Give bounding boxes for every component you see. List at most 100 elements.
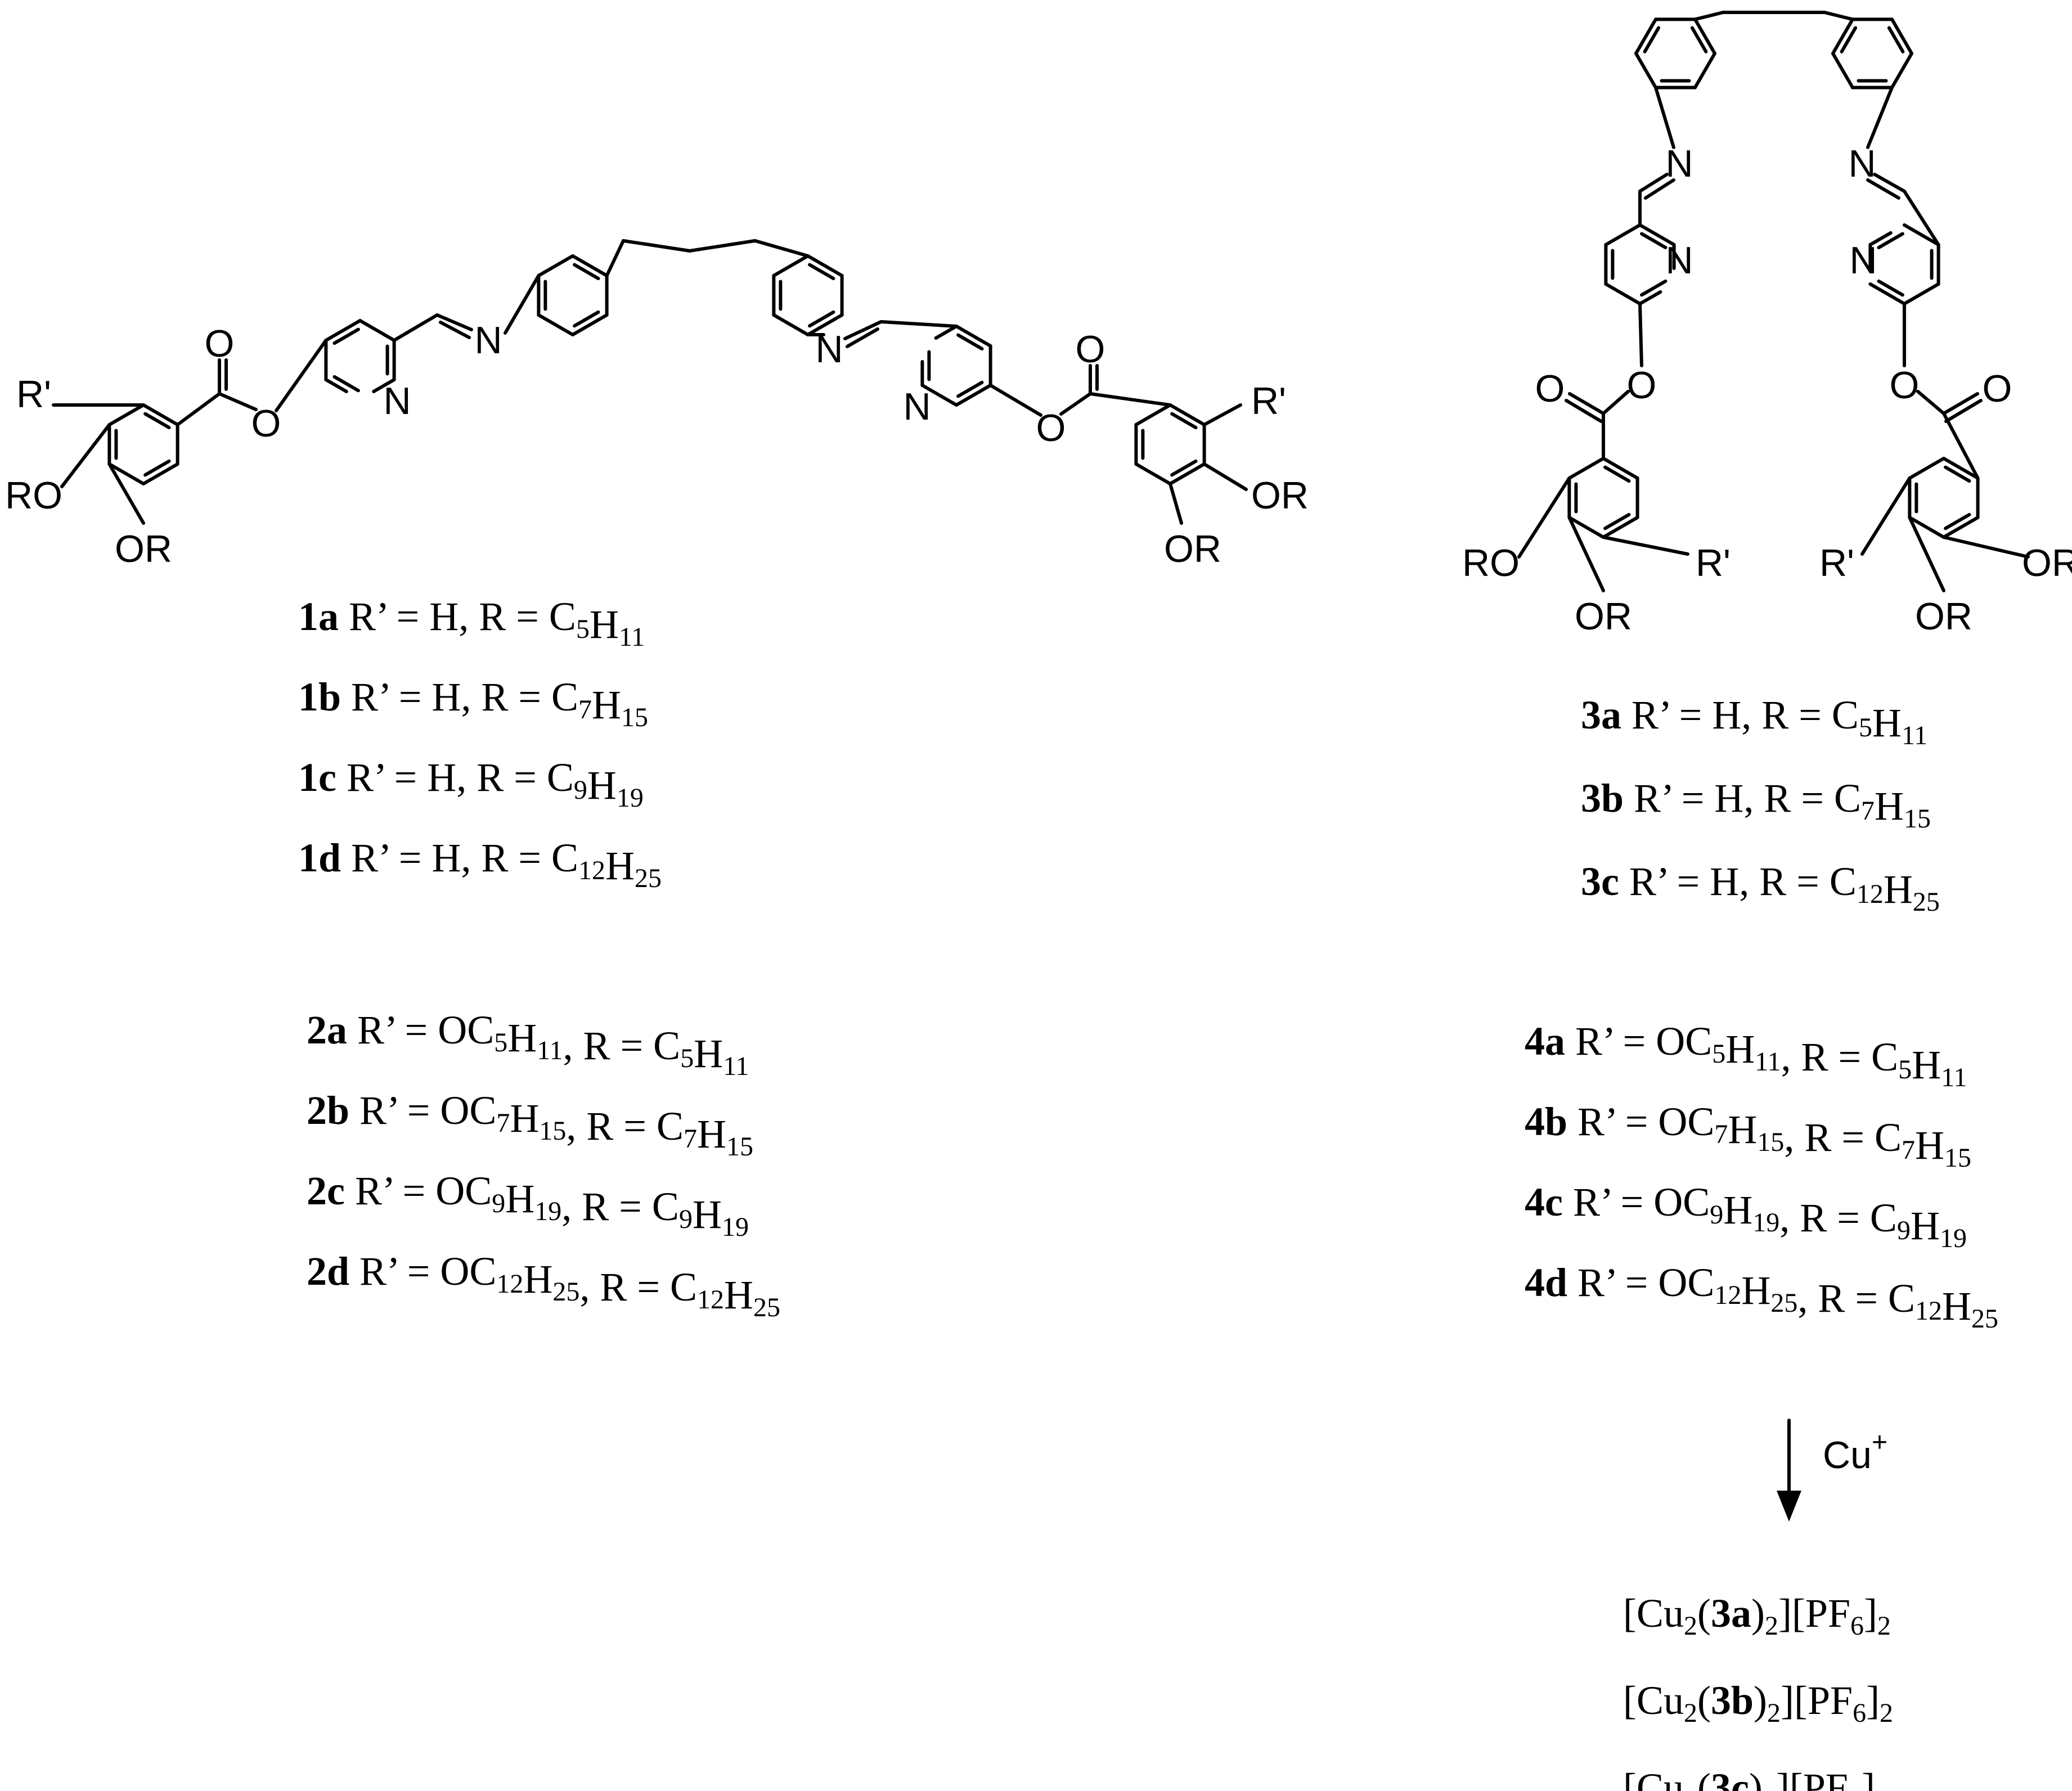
benzoate-ring-right-bond [1942, 516, 1980, 539]
phenyl-ring-left-bond [537, 313, 574, 336]
phenyl-ring-left-bond [537, 254, 574, 277]
pyridine-ring-right-bond [955, 384, 992, 407]
pyridine-ring-left-bond [1604, 282, 1642, 305]
nitrogen-label-imine-right: N [1848, 142, 1876, 185]
benzoate-ring-left-double-bond [143, 412, 171, 430]
pyridine-ring-right-bond [1903, 223, 1940, 246]
nitrogen-label-pyridine-right: N [1849, 239, 1877, 282]
meta-phenyl-ring-right-bond [1890, 17, 1913, 55]
benzoate-ring-left-double-bond [1603, 512, 1631, 530]
pyridine-ring-left-bond [1604, 223, 1642, 246]
n-aryl-bond [1654, 86, 1675, 149]
benzoate-ring-left-bond [107, 462, 145, 485]
benzoate-ring-right-double-bond [1170, 412, 1198, 430]
or-bond [1942, 536, 2030, 559]
benzoate-bond [176, 392, 221, 426]
oxygen-label-ester-right: O [1890, 364, 1920, 407]
or-label-left: OR [115, 528, 172, 570]
ch2-bond [688, 239, 757, 253]
or-bond [1567, 516, 1605, 592]
pyridine-ring-left-bond [324, 319, 362, 342]
imine-bond [1638, 173, 1669, 193]
meta-phenyl-ring-left-bond [1634, 52, 1657, 89]
benzoate-ring-left-bond [142, 403, 179, 426]
n-aryl-bond [504, 274, 541, 335]
or-bond [1908, 516, 1945, 592]
legend-entry-1c: 1c R’ = H, R = C9H19 [298, 755, 644, 813]
benzoate-ring-right-bond [1168, 403, 1206, 426]
ro-bond [60, 423, 111, 488]
r-prime-label-right: R' [1819, 542, 1854, 584]
ch2-bond-right [753, 239, 810, 258]
imine-pyridine-bond [392, 313, 439, 342]
pyridine-ring-left-bond [358, 319, 396, 342]
ch2-bond [622, 239, 691, 253]
pyridine-ring-left-bond [372, 378, 396, 393]
r-prime-label-left: R' [1696, 542, 1731, 584]
ro-bond [1517, 476, 1571, 559]
or-label-right-para: OR [1251, 474, 1309, 517]
pyridine-ring-right-double-bond [1877, 232, 1904, 250]
ro-label-left: RO [5, 474, 62, 517]
benzoate-ring-right-bond [1908, 516, 1945, 539]
pyridine-ring-right-double-bond [956, 380, 984, 398]
pyridine-ring-right-bond [955, 325, 992, 348]
reaction-arrow-head [1777, 1491, 1801, 1522]
oxygen-label-carbonyl-left: O [205, 322, 235, 365]
pyridine-ring-left-double-bond [332, 375, 360, 393]
benzoate-ring-right-bond [1908, 457, 1945, 480]
benzoate-ring-left-bond [1602, 516, 1639, 539]
ch2-bond-left [1693, 11, 1725, 21]
or-bond [1168, 482, 1183, 525]
benzoate-ring-left-bond [142, 462, 179, 485]
legend-entry-4c: 4c R’ = OC9H19, R = C9H19 [1525, 1180, 1967, 1253]
phenyl-ring-left-bond [571, 254, 609, 277]
pyridine-ring-left-bond [1638, 290, 1662, 305]
meta-phenyl-ring-right-bond [1831, 17, 1854, 55]
ester-bond [1916, 390, 1945, 415]
benzoate-ring-right-double-bond [1944, 465, 1971, 483]
legend-entry-2a: 2a R’ = OC5H11, R = C5H11 [307, 1007, 749, 1081]
ester-o-bond [275, 339, 328, 412]
imine-pyridine-bond [1903, 190, 1940, 246]
benzoate-ring-right-bond [1942, 457, 1980, 480]
carbonyl-bond [1568, 392, 1605, 415]
oxygen-label-ester-left: O [1627, 364, 1657, 407]
legend-entry-3c: 3c R’ = H, R = C12H25 [1581, 859, 1940, 917]
nitrogen-label-imine-left: N [474, 319, 502, 362]
meta-phenyl-ring-right-bond [1831, 52, 1854, 89]
benzoate-bond [1942, 412, 1980, 480]
legend-entry-1d: 1d R’ = H, R = C12H25 [298, 835, 662, 893]
ch2-bond-left [605, 239, 625, 277]
ester-bond [1602, 390, 1630, 415]
meta-phenyl-ring-left-bond [1693, 52, 1716, 89]
pyridine-ring-left-double-bond [332, 327, 360, 345]
carbonyl-double-bond [1944, 399, 1983, 423]
imine-double-bond [1644, 178, 1675, 200]
or-bond [1202, 462, 1248, 491]
r-prime-bond [1602, 536, 1689, 556]
benzoate-bond [1089, 392, 1172, 407]
meta-phenyl-ring-right-double-bond [1887, 26, 1905, 53]
pyridine-ring-right-bond [1903, 282, 1940, 305]
oxygen-label-ester-left: O [251, 402, 281, 445]
pyridine-ring-left-bond [1638, 223, 1676, 246]
ro-label-left: RO [1462, 542, 1520, 584]
meta-phenyl-ring-left-bond [1693, 17, 1716, 55]
phenyl-ring-right-double-bond [808, 263, 835, 281]
legend-entry-2d: 2d R’ = OC12H25, R = C12H25 [307, 1249, 780, 1322]
carbonyl-bond [1942, 392, 1979, 415]
oxygen-label-carbonyl-right: O [1076, 328, 1105, 371]
phenyl-ring-right-bond [806, 313, 844, 336]
benzoate-ring-left-bond [1567, 457, 1605, 480]
n-aryl-bond [1866, 86, 1894, 149]
r-prime-label-left: R' [16, 373, 51, 416]
pyridine-ring-right-bond [1868, 231, 1893, 246]
meta-phenyl-ring-right-bond [1890, 52, 1913, 89]
pyridine-ring-right-double-bond [1877, 279, 1904, 297]
phenyl-ring-right-bond [772, 313, 810, 336]
benzoate-ring-right-bond [1134, 462, 1172, 485]
meta-phenyl-ring-left-bond [1634, 17, 1657, 55]
